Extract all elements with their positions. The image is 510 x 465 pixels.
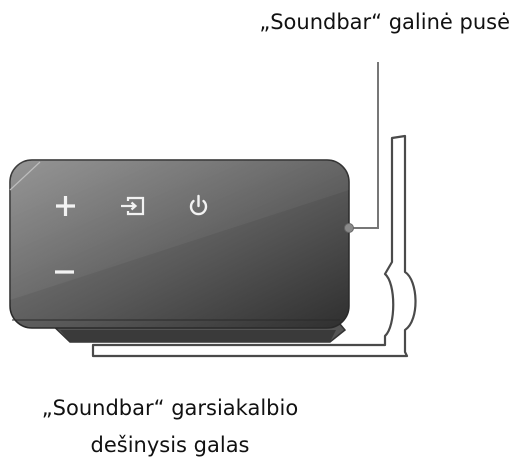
power-icon[interactable] — [189, 194, 208, 216]
soundbar-body — [9, 159, 350, 329]
right-end-caption-line-2: dešinysis galas — [90, 433, 250, 457]
right-end-caption-line-1: „Soundbar“ garsiakalbio — [41, 396, 299, 420]
source-icon[interactable] — [121, 196, 145, 216]
right-end-caption: „Soundbar“ garsiakalbio dešinysis galas — [0, 398, 340, 456]
rear-side-leader — [344, 62, 379, 233]
wall-bracket — [91, 134, 417, 358]
plus-icon[interactable] — [56, 196, 75, 216]
rear-side-label: „Soundbar“ galinė pusė — [259, 10, 510, 34]
